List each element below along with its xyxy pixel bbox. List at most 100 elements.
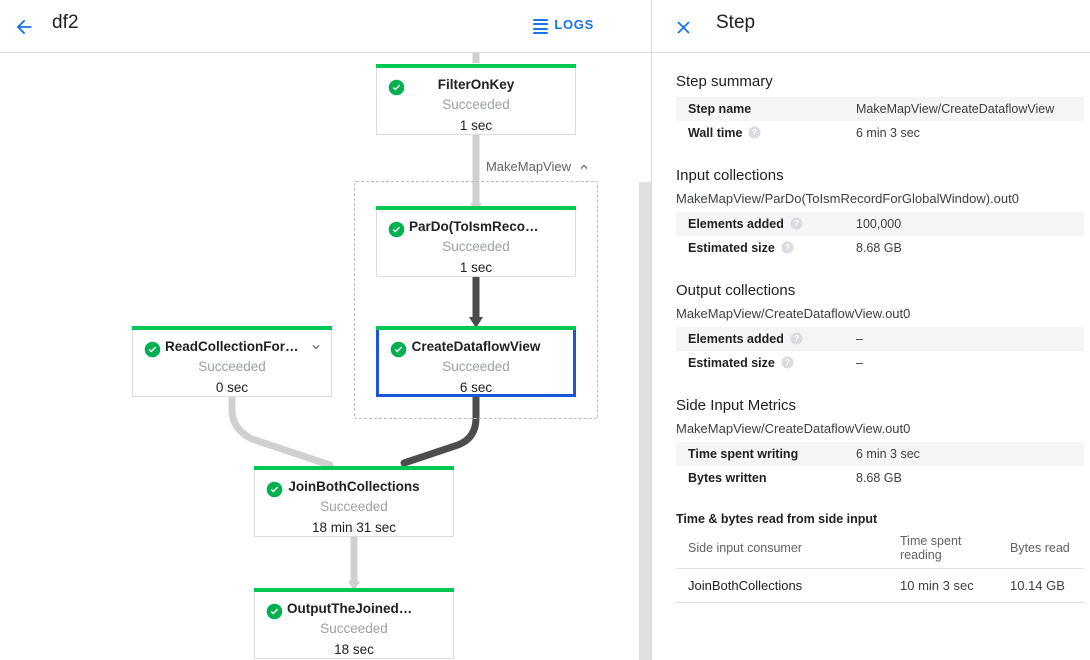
graph-node-filter-on-key[interactable]: FilterOnKey Succeeded 1 sec xyxy=(376,64,576,135)
node-name: ParDo(ToIsmRecordFor… xyxy=(409,219,574,234)
side-input-collection-name: MakeMapView/CreateDataflowView.out0 xyxy=(676,421,911,436)
help-icon[interactable]: ? xyxy=(781,241,794,254)
row-key-text: Bytes written xyxy=(688,471,767,485)
node-time: 6 sec xyxy=(459,380,493,395)
row-key-text: Estimated size xyxy=(688,356,775,370)
row-value: 100,000 xyxy=(844,212,1084,236)
row-key: Bytes written xyxy=(676,466,844,490)
row-key: Elements added? xyxy=(676,212,844,236)
node-status: Succeeded xyxy=(198,359,266,374)
cell-consumer: JoinBothCollections xyxy=(676,568,888,603)
node-name: ReadCollectionForJoin xyxy=(165,339,313,354)
page-title: df2 xyxy=(52,12,79,33)
step-summary-table: Step name MakeMapView/CreateDataflowView… xyxy=(676,97,1084,145)
node-time: 18 min 31 sec xyxy=(311,520,397,535)
chevron-down-icon[interactable] xyxy=(309,340,323,354)
node-status: Succeeded xyxy=(320,499,388,514)
svg-text:?: ? xyxy=(785,243,790,252)
table-row: Time spent writing 6 min 3 sec xyxy=(676,442,1084,466)
graph-group-label: MakeMapView xyxy=(485,159,571,174)
job-graph-pane: df2 LOGS xyxy=(0,0,652,660)
close-icon[interactable] xyxy=(669,13,697,41)
table-row: JoinBothCollections 10 min 3 sec 10.14 G… xyxy=(676,568,1084,603)
side-input-metrics-table: Time spent writing 6 min 3 sec Bytes wri… xyxy=(676,442,1084,490)
input-collections-table: Elements added? 100,000 Estimated size? … xyxy=(676,212,1084,260)
table-row: Bytes written 8.68 GB xyxy=(676,466,1084,490)
row-key-text: Step name xyxy=(688,102,752,116)
row-value: – xyxy=(844,327,1084,351)
pipeline-graph-canvas[interactable]: MakeMapView FilterOnKey Succeeded 1 sec xyxy=(0,53,652,660)
node-name: CreateDataflowView xyxy=(411,339,541,354)
row-key-text: Elements added xyxy=(688,217,784,231)
svg-text:?: ? xyxy=(794,219,799,228)
svg-text:?: ? xyxy=(794,334,799,343)
node-status: Succeeded xyxy=(442,97,510,112)
step-panel-body[interactable]: Step summary Step name MakeMapView/Creat… xyxy=(652,53,1090,660)
check-circle-icon xyxy=(388,79,405,96)
row-value: 8.68 GB xyxy=(856,241,902,255)
row-key: Estimated size? xyxy=(676,236,844,260)
row-value: 8.68 GB xyxy=(856,471,902,485)
help-icon[interactable]: ? xyxy=(790,217,803,230)
graph-group-makemapview[interactable]: MakeMapView xyxy=(354,159,598,419)
output-collection-name: MakeMapView/CreateDataflowView.out0 xyxy=(676,306,911,321)
node-status-bar xyxy=(254,588,454,592)
row-value: 6 min 3 sec xyxy=(856,126,920,140)
logs-list-icon xyxy=(533,18,549,34)
check-circle-icon xyxy=(266,481,283,498)
help-icon[interactable]: ? xyxy=(790,332,803,345)
logs-button[interactable]: LOGS xyxy=(527,14,600,35)
row-key: Wall time? xyxy=(676,121,844,145)
help-icon[interactable]: ? xyxy=(748,126,761,139)
node-status: Succeeded xyxy=(320,621,388,636)
output-collections-table: Elements added? – Estimated size? – xyxy=(676,327,1084,375)
table-row: Estimated size? 8.68 GB xyxy=(676,236,1084,260)
step-panel-title: Step xyxy=(716,12,756,33)
step-details-pane: Step Step summary Step name MakeMapView/… xyxy=(652,0,1090,660)
graph-node-create-dataflow-view[interactable]: CreateDataflowView Succeeded 6 sec xyxy=(376,326,576,397)
graph-node-read-collection-for-join[interactable]: ReadCollectionForJoin Succeeded 0 sec xyxy=(132,326,332,397)
cell-bytes-read: 10.14 GB xyxy=(998,568,1084,603)
graph-node-output-the-joined-collection[interactable]: OutputTheJoinedCollec… Succeeded 18 sec xyxy=(254,588,454,659)
node-status-bar xyxy=(376,206,576,210)
back-arrow-icon[interactable] xyxy=(8,11,40,43)
node-time: 1 sec xyxy=(459,118,493,133)
node-time: 18 sec xyxy=(334,642,374,657)
row-key-text: Estimated size xyxy=(688,241,775,255)
node-time: 1 sec xyxy=(459,260,493,275)
row-key: Elements added? xyxy=(676,327,844,351)
section-heading-input-collections: Input collections xyxy=(676,167,784,184)
section-heading-side-input-metrics: Side Input Metrics xyxy=(676,397,797,414)
row-key-text: Elements added xyxy=(688,332,784,346)
side-input-read-title: Time & bytes read from side input xyxy=(676,512,878,526)
section-heading-step-summary: Step summary xyxy=(676,73,773,90)
node-name: JoinBothCollections xyxy=(288,479,420,494)
node-status-bar xyxy=(254,466,454,470)
graph-node-join-both-collections[interactable]: JoinBothCollections Succeeded 18 min 31 … xyxy=(254,466,454,537)
check-circle-icon xyxy=(388,221,405,238)
node-time: 0 sec xyxy=(215,380,249,395)
top-app-bar: df2 LOGS xyxy=(0,0,652,53)
node-name: FilterOnKey xyxy=(437,77,515,92)
table-row: Step name MakeMapView/CreateDataflowView xyxy=(676,97,1084,121)
help-icon[interactable]: ? xyxy=(781,356,794,369)
column-header-bytes-read: Bytes read xyxy=(998,529,1084,569)
table-row: Estimated size? – xyxy=(676,351,1084,375)
graph-node-pardo-toismrecord[interactable]: ParDo(ToIsmRecordFor… Succeeded 1 sec xyxy=(376,206,576,277)
node-status-bar xyxy=(376,326,576,330)
table-row: Wall time? 6 min 3 sec xyxy=(676,121,1084,145)
column-header-time-spent-reading: Time spent reading xyxy=(888,529,998,569)
node-name: OutputTheJoinedCollec… xyxy=(287,601,453,616)
side-input-read-table: Side input consumer Time spent reading B… xyxy=(676,529,1084,603)
row-key: Step name xyxy=(676,97,844,121)
section-heading-output-collections: Output collections xyxy=(676,282,796,299)
row-key: Time spent writing xyxy=(676,442,844,466)
step-panel-header: Step xyxy=(652,0,1090,53)
chevron-up-icon[interactable] xyxy=(577,160,591,174)
row-key-text: Wall time xyxy=(688,126,743,140)
column-header-consumer: Side input consumer xyxy=(676,529,888,569)
graph-scrollbar-thumb[interactable] xyxy=(639,182,651,660)
check-circle-icon xyxy=(266,603,283,620)
node-status: Succeeded xyxy=(442,239,510,254)
cell-time-spent-reading: 10 min 3 sec xyxy=(888,568,998,603)
